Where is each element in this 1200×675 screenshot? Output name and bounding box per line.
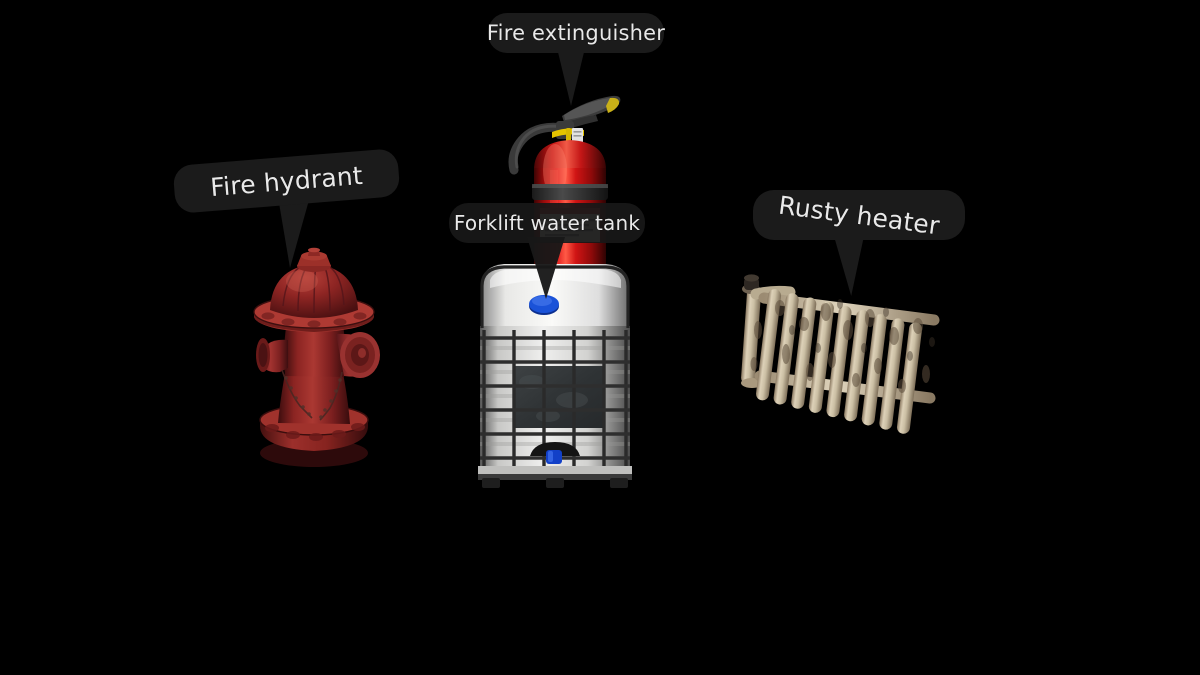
extinguisher-lever-tip bbox=[606, 97, 620, 113]
extinguisher-shoulder bbox=[534, 140, 606, 170]
forklift-water-tank-object[interactable] bbox=[460, 250, 650, 498]
hydrant-side-nozzle-left bbox=[256, 338, 288, 373]
rusty-heater-object[interactable] bbox=[718, 268, 950, 434]
hydrant-lower-barrel bbox=[278, 368, 350, 424]
hydrant-flange-bolts bbox=[261, 312, 367, 328]
hydrant-base-bolts bbox=[265, 423, 365, 441]
tank-front-panel bbox=[513, 366, 603, 428]
label-text-fire-hydrant: Fire hydrant bbox=[209, 160, 364, 202]
callout-pointer-forklift-water-tank bbox=[527, 237, 565, 299]
label-text-fire-extinguisher: Fire extinguisher bbox=[486, 20, 666, 45]
label-bubble-fire-hydrant[interactable]: Fire hydrant bbox=[172, 148, 401, 214]
hydrant-front-nozzle bbox=[336, 332, 380, 378]
tank-cage-horizontal bbox=[480, 336, 630, 460]
label-text-forklift-water-tank: Forklift water tank bbox=[453, 211, 641, 235]
fire-hydrant-object[interactable] bbox=[238, 247, 388, 470]
tank-pallet-feet bbox=[482, 478, 628, 488]
tank-valve-housing bbox=[530, 442, 580, 456]
label-bubble-rusty-heater[interactable]: Rusty heater bbox=[753, 190, 965, 240]
heater-rust-spots bbox=[750, 300, 930, 393]
extinguisher-handle bbox=[562, 95, 621, 122]
label-bubble-fire-extinguisher[interactable]: Fire extinguisher bbox=[486, 13, 666, 53]
label-text-rusty-heater: Rusty heater bbox=[776, 190, 942, 240]
label-bubble-forklift-water-tank[interactable]: Forklift water tank bbox=[449, 203, 645, 243]
callout-pointer-fire-extinguisher bbox=[557, 48, 585, 106]
hydrant-top-nut bbox=[297, 247, 331, 272]
